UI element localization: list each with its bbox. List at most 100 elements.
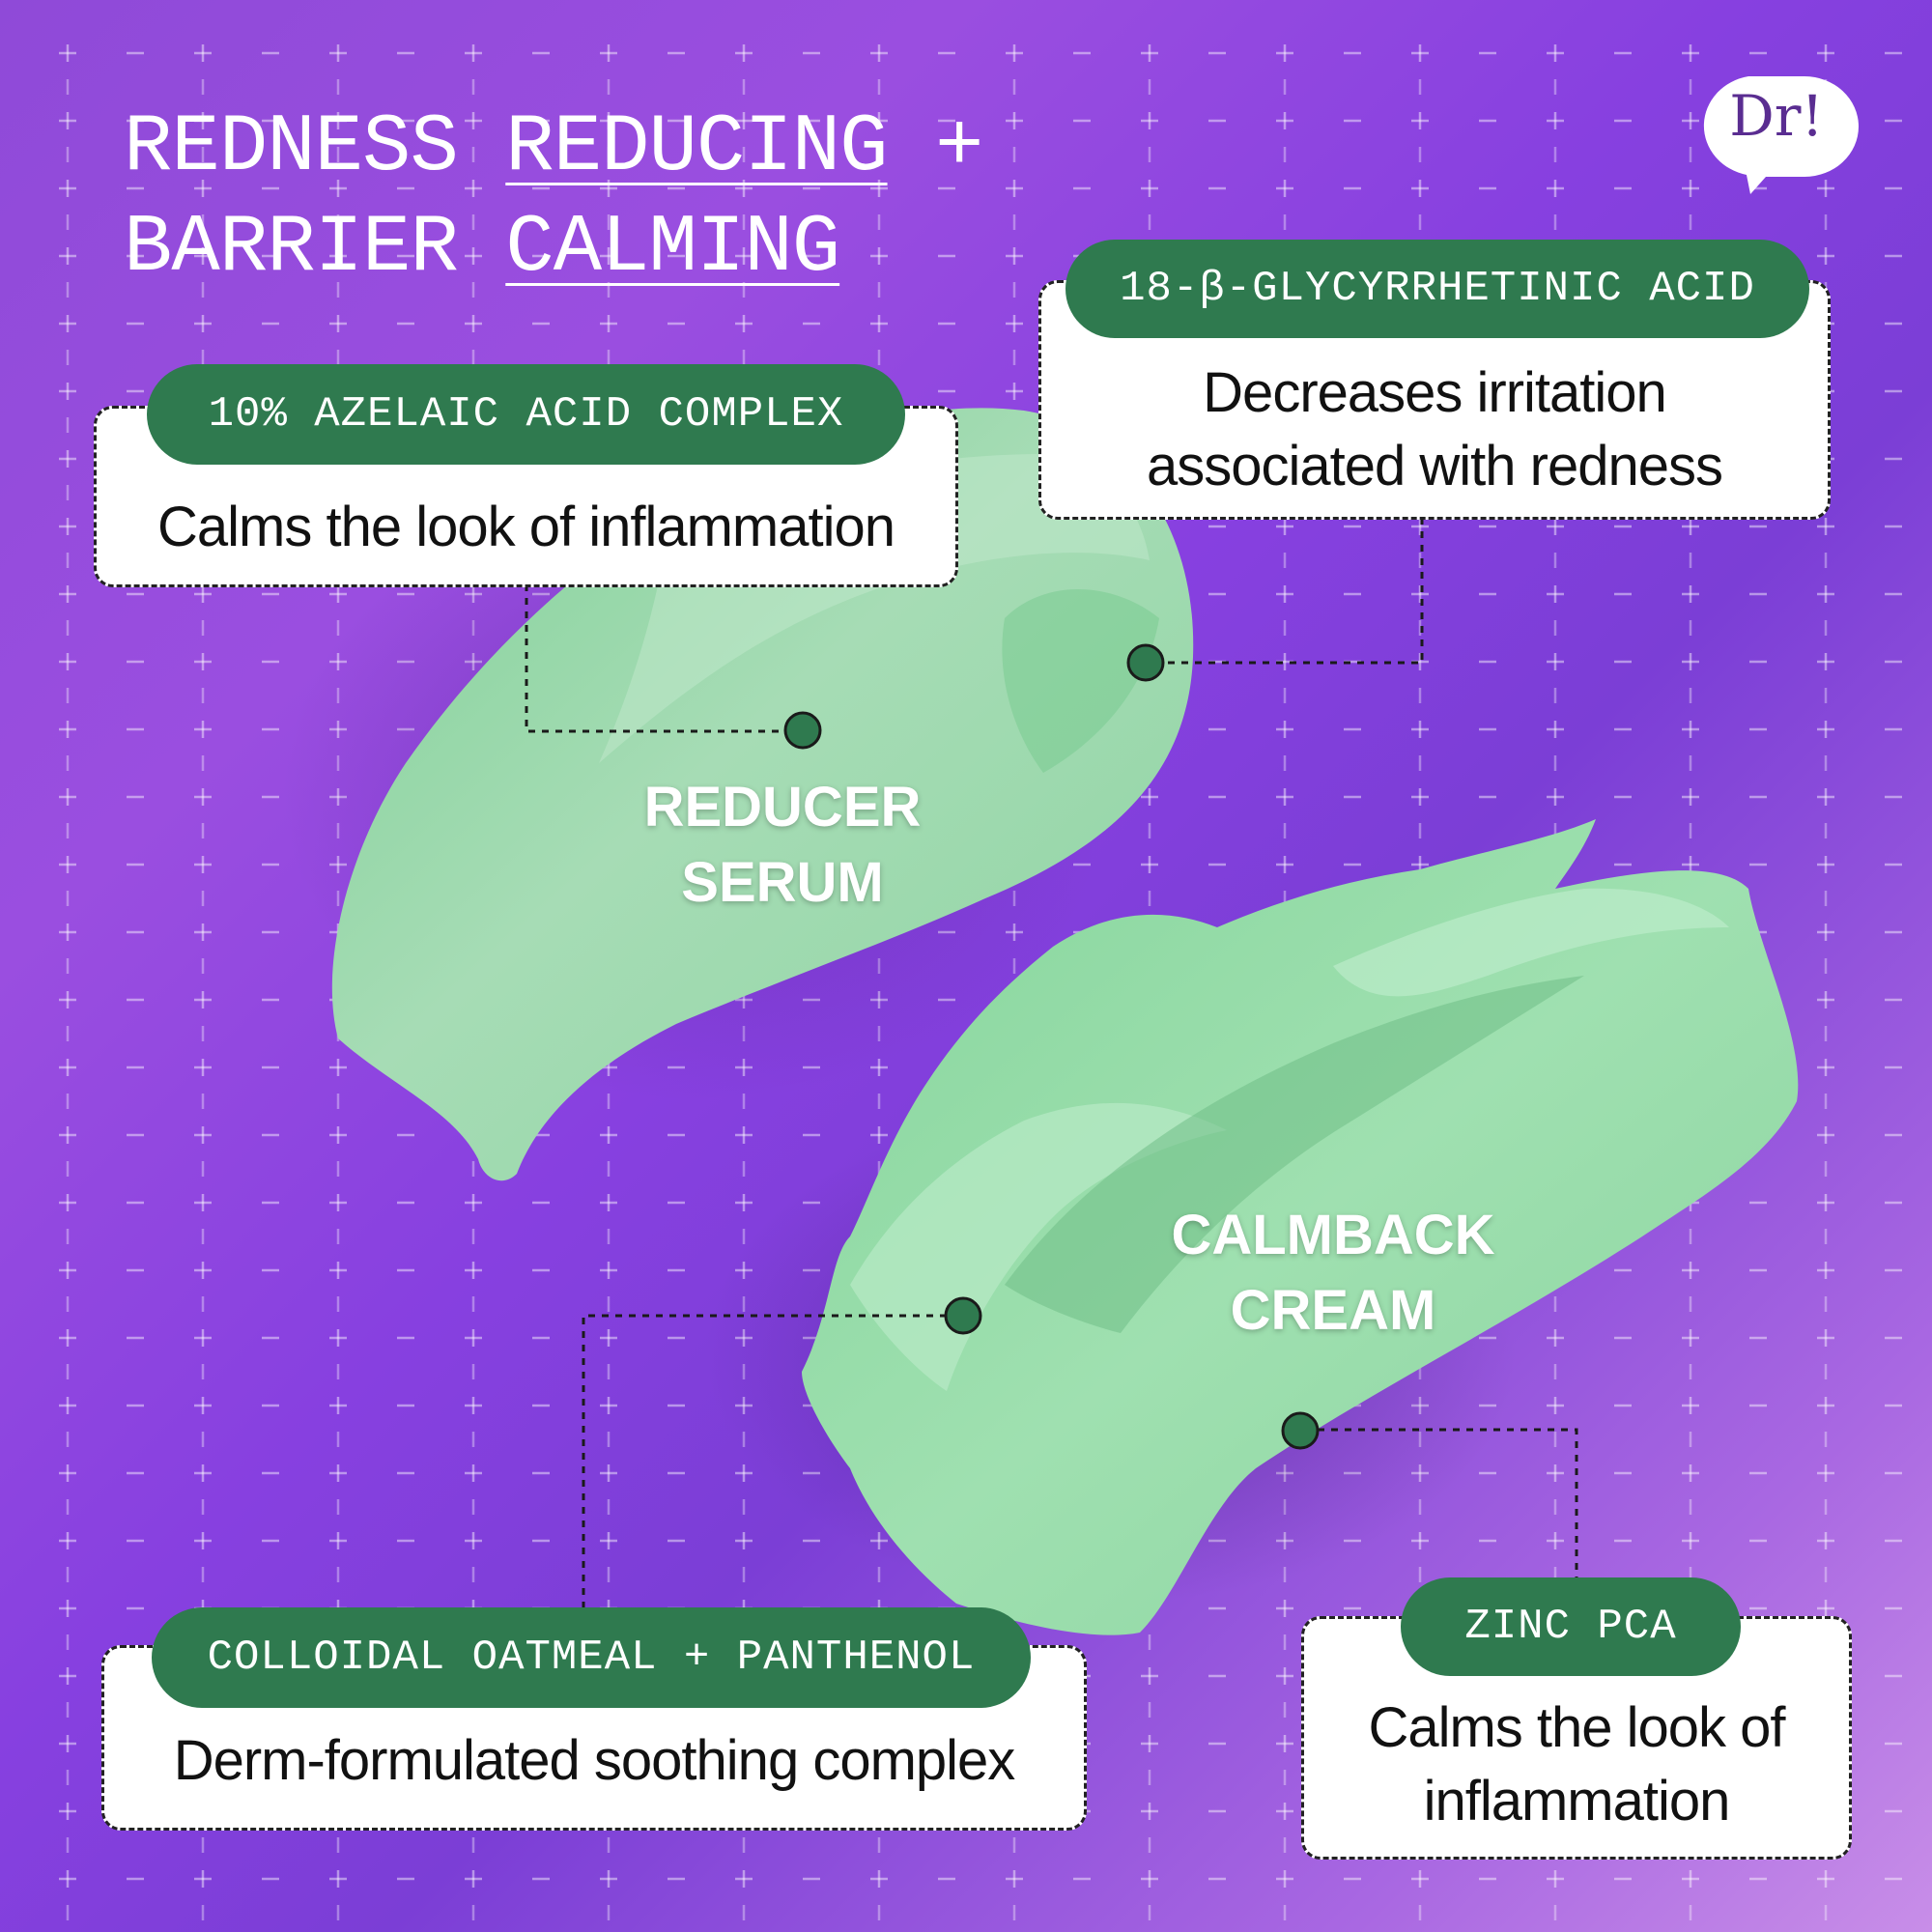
grid-mark — [1547, 1870, 1564, 1888]
grid-mark — [1682, 788, 1699, 806]
grid-mark — [1006, 247, 1023, 265]
grid-mark — [1276, 112, 1293, 129]
grid-mark — [1006, 1870, 1023, 1888]
grid-mark — [59, 923, 76, 941]
title-plus: + — [934, 102, 983, 194]
grid-mark — [735, 180, 753, 197]
grid-mark — [1411, 1870, 1429, 1888]
grid-mark — [59, 1194, 76, 1211]
grid-mark — [1547, 788, 1564, 806]
grid-mark — [329, 1464, 347, 1482]
grid-mark — [59, 247, 76, 265]
callout-azelaic-pill: 10% AZELAIC ACID COMPLEX — [147, 364, 905, 465]
calmback-cream-line2: CREAM — [1230, 1279, 1436, 1342]
grid-mark — [329, 1194, 347, 1211]
grid-mark — [59, 856, 76, 873]
grid-mark — [194, 1464, 212, 1482]
title-word-redness: REDNESS — [124, 102, 459, 194]
grid-mark — [1817, 247, 1834, 265]
grid-mark — [465, 1262, 482, 1279]
title-word-reducing: REDUCING — [505, 102, 888, 194]
grid-mark — [329, 1329, 347, 1347]
grid-mark — [1682, 1532, 1699, 1549]
grid-mark — [1276, 1735, 1293, 1752]
grid-mark — [194, 1126, 212, 1144]
grid-mark — [870, 180, 888, 197]
grid-mark — [59, 1126, 76, 1144]
grid-mark — [870, 247, 888, 265]
grid-mark — [465, 315, 482, 332]
grid-mark — [59, 991, 76, 1009]
grid-mark — [329, 315, 347, 332]
grid-mark — [59, 1532, 76, 1549]
grid-mark — [1817, 1600, 1834, 1617]
grid-mark — [1682, 721, 1699, 738]
grid-mark — [1006, 383, 1023, 400]
grid-mark — [1817, 1870, 1834, 1888]
grid-mark — [1276, 856, 1293, 873]
grid-mark — [59, 1059, 76, 1076]
title-line-1: REDNESS REDUCING + — [124, 108, 983, 189]
grid-mark — [1682, 1329, 1699, 1347]
grid-mark — [59, 788, 76, 806]
grid-mark — [59, 1735, 76, 1752]
dr-logo-bubble — [1703, 76, 1859, 194]
callout-azelaic-text: Calms the look of inflammation — [157, 496, 895, 558]
grid-mark — [59, 518, 76, 535]
grid-mark — [735, 1870, 753, 1888]
grid-mark — [1817, 1059, 1834, 1076]
grid-mark — [1817, 44, 1834, 62]
grid-mark — [59, 1262, 76, 1279]
grid-mark — [194, 788, 212, 806]
grid-mark — [194, 1532, 212, 1549]
grid-mark — [1276, 1870, 1293, 1888]
grid-mark — [1141, 1870, 1158, 1888]
grid-mark — [1682, 1870, 1699, 1888]
grid-mark — [1682, 518, 1699, 535]
grid-mark — [194, 180, 212, 197]
title-line-2: BARRIER CALMING — [124, 209, 840, 290]
grid-mark — [1276, 1600, 1293, 1617]
grid-mark — [600, 1262, 617, 1279]
grid-mark — [1817, 1397, 1834, 1414]
grid-mark — [1547, 180, 1564, 197]
grid-mark — [194, 1059, 212, 1076]
grid-mark — [1141, 112, 1158, 129]
grid-mark — [194, 112, 212, 129]
grid-mark — [1006, 44, 1023, 62]
grid-mark — [1817, 1464, 1834, 1482]
grid-mark — [1682, 112, 1699, 129]
grid-mark — [1817, 518, 1834, 535]
grid-mark — [870, 1870, 888, 1888]
grid-mark — [59, 721, 76, 738]
grid-mark — [329, 585, 347, 603]
grid-mark — [1682, 1262, 1699, 1279]
grid-mark — [329, 44, 347, 62]
grid-mark — [329, 180, 347, 197]
callout-glycyrrhetinic-pill: 18-β-GLYCYRRHETINIC ACID — [1065, 240, 1809, 338]
grid-mark — [59, 585, 76, 603]
grid-mark — [1682, 180, 1699, 197]
grid-mark — [329, 1397, 347, 1414]
callout-zinc-text: Calms the look of inflammation — [1301, 1691, 1852, 1838]
grid-mark — [1682, 44, 1699, 62]
grid-mark — [600, 180, 617, 197]
grid-mark — [1006, 315, 1023, 332]
reducer-serum-label: REDUCER SERUM — [599, 770, 966, 921]
grid-mark — [59, 450, 76, 468]
reducer-serum-line2: SERUM — [681, 851, 884, 914]
grid-mark — [1682, 585, 1699, 603]
grid-mark — [1817, 653, 1834, 670]
grid-mark — [1141, 1803, 1158, 1820]
grid-mark — [194, 653, 212, 670]
grid-mark — [194, 1870, 212, 1888]
grid-mark — [1141, 1667, 1158, 1685]
grid-mark — [870, 44, 888, 62]
calmback-cream-label: CALMBACK CREAM — [1140, 1198, 1526, 1349]
grid-mark — [465, 180, 482, 197]
grid-mark — [59, 1600, 76, 1617]
title-word-barrier: BARRIER — [124, 203, 459, 295]
grid-mark — [735, 112, 753, 129]
grid-mark — [1276, 721, 1293, 738]
